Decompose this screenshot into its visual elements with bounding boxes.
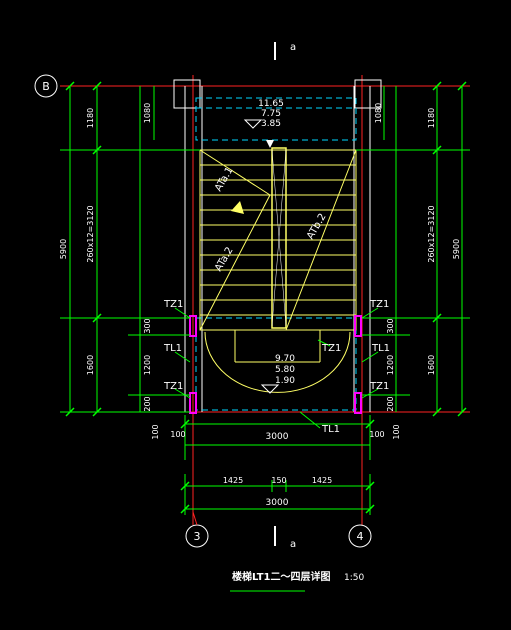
stair-well bbox=[271, 147, 287, 329]
dim-left-5900: 5900 bbox=[59, 239, 68, 259]
beam-dashed bbox=[195, 97, 357, 411]
dim-left-1600: 1600 bbox=[86, 355, 95, 375]
label-tl1-right: TL1 bbox=[371, 343, 390, 354]
elevation-triangle-top bbox=[243, 119, 263, 129]
label-tz1-left-b: TZ1 bbox=[163, 381, 183, 392]
dim-right-1180: 1180 bbox=[427, 108, 436, 128]
dimension-ticks bbox=[65, 81, 467, 514]
dim-right-5900: 5900 bbox=[452, 239, 461, 259]
drawing-title: 楼梯LT1二～四层详图 bbox=[232, 570, 331, 583]
label-flight-atb2: ATb.2 bbox=[305, 212, 329, 242]
label-flight-ata1: ATa.1 bbox=[213, 165, 236, 193]
dim-right-1600: 1600 bbox=[427, 355, 436, 375]
elevation-mid-1: 9.70 bbox=[275, 354, 295, 364]
column-markers bbox=[189, 315, 362, 414]
axis-bubble-b bbox=[34, 74, 58, 98]
column-top-left bbox=[173, 79, 201, 109]
dim-right-3120: 260x12=3120 bbox=[427, 205, 436, 262]
elevation-top-1: 11.65 bbox=[258, 99, 284, 109]
dim-right-200: 200 bbox=[386, 396, 395, 411]
dim-low-3000: 3000 bbox=[266, 498, 289, 508]
dim-left-300: 300 bbox=[143, 318, 152, 333]
label-flight-ata2: ATa.2 bbox=[213, 245, 236, 273]
axis-label-3: 3 bbox=[194, 530, 201, 543]
label-tz1-right-b: TZ1 bbox=[369, 381, 389, 392]
elevation-top-2: 7.75 bbox=[261, 109, 281, 119]
elevation-mid-2: 5.80 bbox=[275, 365, 295, 375]
elevation-triangle-mid bbox=[260, 384, 280, 394]
dim-bottom-3000: 3000 bbox=[266, 432, 289, 442]
dim-bottom-right-100-v: 100 bbox=[392, 424, 401, 439]
stair-arrows bbox=[231, 140, 274, 214]
dim-right-1200: 1200 bbox=[386, 355, 395, 375]
dim-left-1180: 1180 bbox=[86, 108, 95, 128]
axis-label-4: 4 bbox=[357, 530, 364, 543]
label-tz1-mid: TZ1 bbox=[321, 343, 341, 354]
column-top-right bbox=[354, 79, 382, 109]
dim-left-1200: 1200 bbox=[143, 355, 152, 375]
dim-left-1080: 1080 bbox=[143, 103, 152, 123]
label-tl1-bottom: TL1 bbox=[321, 424, 340, 435]
dim-low-150: 150 bbox=[271, 476, 286, 485]
dimension-lines bbox=[60, 86, 470, 592]
dim-bottom-left-100-v: 100 bbox=[151, 424, 160, 439]
dim-left-3120: 260x12=3120 bbox=[86, 205, 95, 262]
dim-left-200: 200 bbox=[143, 396, 152, 411]
dim-bottom-right-100-h: 100 bbox=[369, 430, 384, 439]
axis-bubbles bbox=[34, 74, 372, 548]
axis-label-b: B bbox=[42, 80, 50, 93]
dim-bottom-left-100-h: 100 bbox=[170, 430, 185, 439]
dim-right-1080: 1080 bbox=[374, 103, 383, 123]
axis-bubble-4 bbox=[348, 524, 372, 548]
label-tz1-left-a: TZ1 bbox=[163, 299, 183, 310]
dim-right-300: 300 bbox=[386, 318, 395, 333]
drawing-scale: 1:50 bbox=[344, 573, 364, 583]
label-tl1-left: TL1 bbox=[163, 343, 182, 354]
stair-treads bbox=[199, 149, 357, 393]
section-label-bottom: a bbox=[290, 539, 296, 550]
elevation-top-3: 3.85 bbox=[261, 119, 281, 129]
elevation-mid-3: 1.90 bbox=[275, 376, 295, 386]
section-label-top: a bbox=[290, 42, 296, 53]
dim-low-1425-right: 1425 bbox=[312, 476, 332, 485]
dim-low-1425-left: 1425 bbox=[223, 476, 243, 485]
label-tz1-right-a: TZ1 bbox=[369, 299, 389, 310]
